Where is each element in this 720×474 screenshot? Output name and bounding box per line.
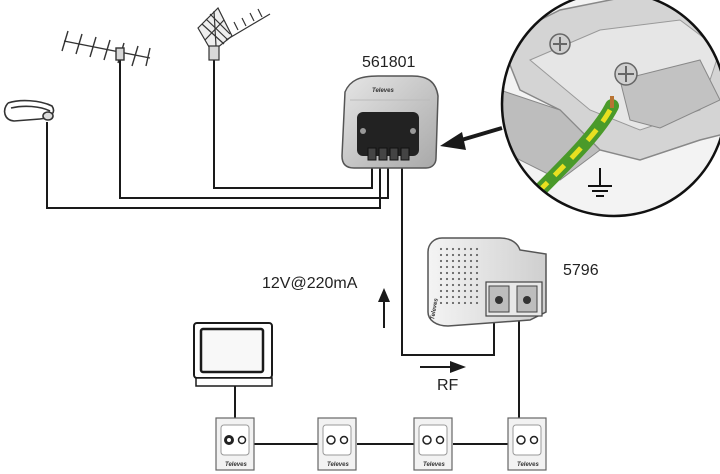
psu-model-label: 5796 bbox=[563, 262, 599, 279]
svg-text:Televes: Televes bbox=[423, 462, 445, 468]
ground-symbol-icon bbox=[588, 168, 612, 197]
amplifier-connector-panel bbox=[357, 112, 419, 156]
cable-amp-to-psu bbox=[401, 160, 495, 356]
cable-uhf bbox=[213, 60, 373, 189]
svg-text:Televes: Televes bbox=[225, 462, 247, 468]
uhf-antenna-icon bbox=[197, 6, 271, 61]
power-spec-label: 12V@220mA bbox=[262, 275, 358, 292]
svg-text:Televes: Televes bbox=[327, 462, 349, 468]
amplifier-model-label: 561801 bbox=[362, 54, 416, 71]
wall-outlet: Televes bbox=[413, 417, 453, 471]
wall-outlet: Televes bbox=[215, 417, 255, 471]
rf-label: RF bbox=[437, 377, 459, 394]
zoom-arrow bbox=[440, 126, 503, 150]
yagi-antenna-icon bbox=[61, 30, 151, 67]
psu-brand-text: Televes bbox=[430, 297, 440, 320]
mast-amplifier: Televes bbox=[341, 75, 439, 169]
tv-icon bbox=[193, 322, 273, 387]
cable-yagi bbox=[119, 58, 389, 199]
wall-outlet: Televes bbox=[317, 417, 357, 471]
svg-text:Televes: Televes bbox=[517, 462, 539, 468]
amplifier-brand-text: Televes bbox=[372, 88, 394, 94]
ground-connection-detail bbox=[500, 0, 720, 218]
rf-direction-arrow bbox=[420, 361, 466, 373]
power-direction-arrow bbox=[378, 288, 390, 328]
cable-dish bbox=[46, 122, 381, 209]
dish-antenna-icon bbox=[3, 99, 55, 122]
wall-outlet: Televes bbox=[507, 417, 547, 471]
power-supply-unit: Televes bbox=[427, 237, 547, 327]
